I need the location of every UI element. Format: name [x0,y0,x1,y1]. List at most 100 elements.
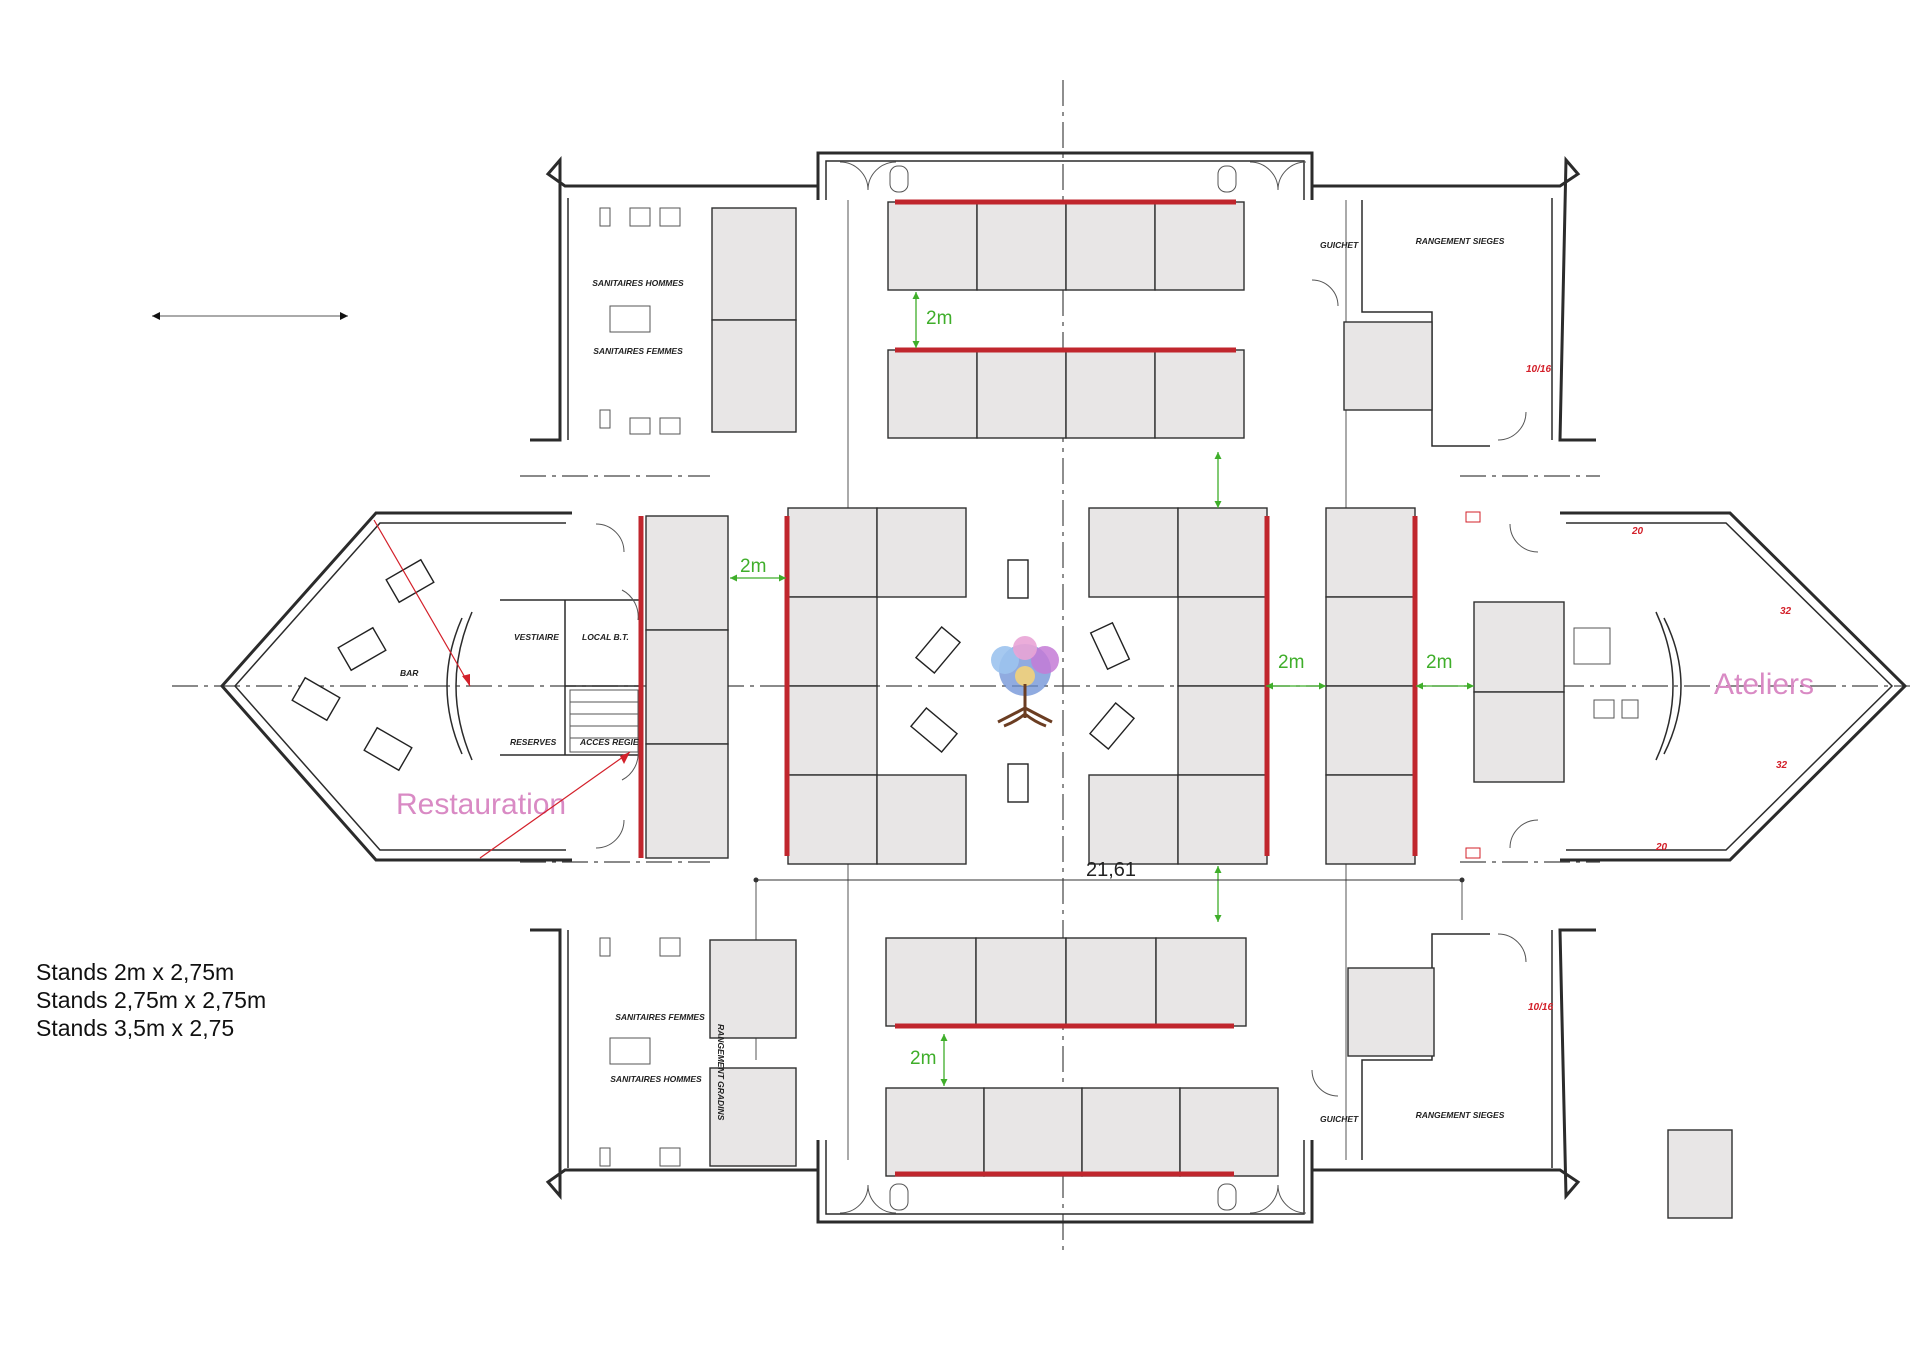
legend-item: Stands 2m x 2,75m [36,959,235,985]
axis-lines [172,80,1910,1250]
spacing-arrowhead [912,292,920,299]
spacing-arrowhead [1214,866,1222,873]
stand [1325,596,1416,687]
zone-ateliers-label: Ateliers [1714,668,1814,701]
sanitaires-hommes-label-bottom: SANITAIRES HOMMES [610,1074,702,1084]
stand [709,939,797,1039]
vestiaire-label: VESTIAIRE [514,632,559,642]
reserves-label: RESERVES [510,737,557,747]
stand [885,937,977,1027]
sanitary-fixtures [599,165,1639,1211]
stand [787,596,878,687]
stand [787,774,878,865]
acces-regie-label: ACCES REGIE [579,737,639,747]
stand [1177,685,1268,776]
spacing-arrowhead [730,574,737,582]
spacing-arrowhead [1266,682,1273,690]
rangement-sieges-label-top: RANGEMENT SIEGES [1416,236,1505,246]
stand [645,743,729,859]
stand [876,507,967,598]
stand [1088,774,1179,865]
stand [1325,507,1416,598]
stand [1473,691,1565,783]
spacing-arrowhead [1214,452,1222,459]
guichet-label-top: GUICHET [1320,240,1359,250]
sanitaires-femmes-label-top: SANITAIRES FEMMES [593,346,683,356]
scale-bar [152,312,348,320]
stand [876,774,967,865]
stand [1343,321,1433,411]
stand [1325,774,1416,865]
stand-grid [645,201,1733,1219]
spacing-arrowhead [779,574,786,582]
door-mark-top: 10/16 [1526,364,1551,375]
dimension-line: 21,61 [753,859,1465,883]
stand [1065,201,1156,291]
stand [1177,774,1268,865]
stand [711,207,797,321]
stand [645,629,729,745]
bar-counter [446,611,1682,761]
stand [1179,1087,1279,1177]
dimension-label: 21,61 [1086,859,1136,881]
stand [1473,601,1565,693]
stand [976,349,1067,439]
stand [976,201,1067,291]
stand [787,685,878,776]
stand [1347,967,1435,1057]
stand [711,319,797,433]
spacing-arrowhead [940,1034,948,1041]
legend-item: Stands 3,5m x 2,75 [36,1015,235,1041]
door-mark-32-top: 32 [1780,606,1792,617]
spacing-arrowhead [1214,915,1222,922]
spacing-arrowhead [912,341,920,348]
stand [1065,349,1156,439]
bar-label: BAR [400,668,419,678]
door-mark-20-bottom: 20 [1655,842,1668,853]
rangement-gradins-label: RANGEMENT GRADINS [716,1024,726,1121]
sanitaires-femmes-label-bottom: SANITAIRES FEMMES [615,1012,705,1022]
restauration-tables [291,558,435,772]
door-arcs [595,161,1539,1214]
door-mark-32-bottom: 32 [1776,760,1788,771]
door-mark-bottom: 10/16 [1528,1002,1553,1013]
stand [1065,937,1157,1027]
stand [1155,937,1247,1027]
stand [887,349,978,439]
spacing-label: 2m [910,1048,936,1069]
stand-size-legend: Stands 2m x 2,75m Stands 2,75m x 2,75m S… [36,958,266,1042]
legend-item: Stands 2,75m x 2,75m [36,987,267,1013]
stand [1325,685,1416,776]
stand [709,1067,797,1167]
stand [885,1087,985,1177]
spacing-arrowhead [1319,682,1326,690]
door-marks: 10/16 10/16 20 20 32 32 [1465,364,1792,1013]
stand [975,937,1067,1027]
stand [1154,349,1245,439]
zone-titles: Restauration Ateliers [396,668,1814,821]
spacing-arrowhead [1467,682,1474,690]
spacing-arrowhead [940,1079,948,1086]
staircase [569,689,639,753]
stand [787,507,878,598]
door-mark-20-top: 20 [1631,526,1644,537]
rangement-sieges-label-bottom: RANGEMENT SIEGES [1416,1110,1505,1120]
spacing-arrowhead [1416,682,1423,690]
stand [1154,201,1245,291]
spacing-label: 2m [1278,652,1304,673]
stand [1177,596,1268,687]
stand-partitions [784,199,1418,1177]
guide-arrows [373,519,631,859]
local-bt-label: LOCAL B.T. [582,632,629,642]
spacing-label: 2m [1426,652,1452,673]
room-labels: BAR VESTIAIRE LOCAL B.T. RESERVES ACCES … [400,236,1505,1124]
stand [645,515,729,631]
sanitaires-hommes-label-top: SANITAIRES HOMMES [592,278,684,288]
spacing-label: 2m [740,556,766,577]
stand [983,1087,1083,1177]
zone-restauration-label: Restauration [396,788,566,821]
stand [1081,1087,1181,1177]
stand [887,201,978,291]
